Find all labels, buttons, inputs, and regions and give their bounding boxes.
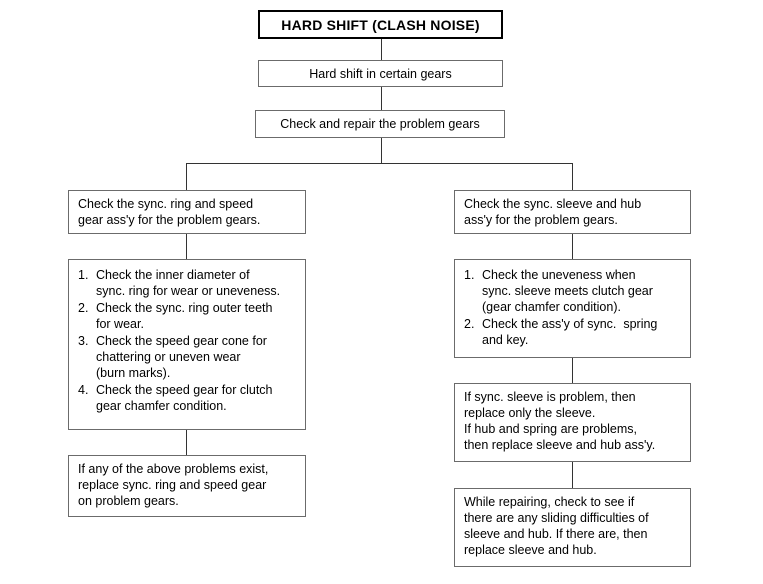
list-item-line: sync. ring for wear or uneveness.: [96, 284, 281, 298]
list-item-number: 1.: [464, 268, 475, 282]
left-branch-result-line2: replace sync. ring and speed gear: [78, 478, 267, 492]
list-item-number: 2.: [78, 301, 89, 315]
list-item: 1. Check the uneveness when sync. sleeve…: [464, 267, 681, 315]
left-branch-header-box: Check the sync. ring and speed gear ass'…: [68, 190, 306, 234]
list-item-text: Check the inner diameter of sync. ring f…: [96, 267, 296, 299]
flowchart-title-text: HARD SHIFT (CLASH NOISE): [281, 16, 480, 33]
list-item-number: 2.: [464, 317, 475, 331]
list-item: 1. Check the inner diameter of sync. rin…: [78, 267, 296, 299]
list-item-line: Check the ass'y of sync. spring: [482, 317, 658, 331]
connector-left-checklist-to-result: [186, 430, 187, 455]
list-item-line: Check the uneveness when: [482, 268, 636, 282]
list-item-number: 1.: [78, 268, 89, 282]
connector-symptom-to-action: [381, 87, 382, 110]
list-item-line: gear chamfer condition.: [96, 399, 227, 413]
list-item-number: 3.: [78, 334, 89, 348]
left-branch-result-box: If any of the above problems exist, repl…: [68, 455, 306, 517]
left-branch-header-line2: gear ass'y for the problem gears.: [78, 213, 261, 227]
connector-right-checklist-to-result: [572, 358, 573, 383]
connector-action-to-split: [381, 138, 382, 163]
right-branch-note-line3: sleeve and hub. If there are, then: [464, 527, 648, 541]
connector-split-to-left-branch: [186, 163, 187, 190]
connector-title-to-symptom: [381, 39, 382, 60]
list-item: 2. Check the sync. ring outer teeth for …: [78, 300, 296, 332]
list-item: 4. Check the speed gear for clutch gear …: [78, 382, 296, 414]
list-item-line: Check the sync. ring outer teeth: [96, 301, 273, 315]
list-item-line: sync. sleeve meets clutch gear: [482, 284, 653, 298]
list-item-line: Check the inner diameter of: [96, 268, 250, 282]
list-item: 3. Check the speed gear cone for chatter…: [78, 333, 296, 381]
right-branch-note-line2: there are any sliding difficulties of: [464, 511, 649, 525]
right-branch-result-box: If sync. sleeve is problem, then replace…: [454, 383, 691, 462]
right-branch-header-line1: Check the sync. sleeve and hub: [464, 197, 642, 211]
left-branch-result-line1: If any of the above problems exist,: [78, 462, 269, 476]
action-box: Check and repair the problem gears: [255, 110, 505, 138]
list-item-text: Check the uneveness when sync. sleeve me…: [482, 267, 681, 315]
left-branch-result-line3: on problem gears.: [78, 494, 179, 508]
flowchart-title-box: HARD SHIFT (CLASH NOISE): [258, 10, 503, 39]
list-item-line: (gear chamfer condition).: [482, 300, 621, 314]
connector-left-header-to-checklist: [186, 234, 187, 259]
right-branch-note-line4: replace sleeve and hub.: [464, 543, 597, 557]
symptom-text: Hard shift in certain gears: [309, 66, 452, 81]
right-branch-result-line4: then replace sleeve and hub ass'y.: [464, 438, 656, 452]
branch-split-bar: [186, 163, 573, 164]
list-item-line: Check the speed gear cone for: [96, 334, 267, 348]
list-item-line: for wear.: [96, 317, 144, 331]
connector-right-result-to-note: [572, 462, 573, 488]
list-item-text: Check the ass'y of sync. spring and key.: [482, 316, 681, 348]
right-branch-result-line3: If hub and spring are problems,: [464, 422, 638, 436]
right-branch-header-box: Check the sync. sleeve and hub ass'y for…: [454, 190, 691, 234]
symptom-box: Hard shift in certain gears: [258, 60, 503, 87]
right-branch-note-line1: While repairing, check to see if: [464, 495, 635, 509]
right-branch-result-line2: replace only the sleeve.: [464, 406, 596, 420]
right-branch-result-line1: If sync. sleeve is problem, then: [464, 390, 636, 404]
action-text: Check and repair the problem gears: [280, 117, 480, 131]
list-item-line: chattering or uneven wear: [96, 350, 241, 364]
list-item-text: Check the sync. ring outer teeth for wea…: [96, 300, 296, 332]
left-branch-header-line1: Check the sync. ring and speed: [78, 197, 254, 211]
right-branch-header-line2: ass'y for the problem gears.: [464, 213, 618, 227]
list-item-text: Check the speed gear for clutch gear cha…: [96, 382, 296, 414]
right-branch-note-box: While repairing, check to see if there a…: [454, 488, 691, 567]
connector-split-to-right-branch: [572, 163, 573, 190]
left-branch-checklist-box: 1. Check the inner diameter of sync. rin…: [68, 259, 306, 430]
connector-right-header-to-checklist: [572, 234, 573, 259]
right-branch-checklist-box: 1. Check the uneveness when sync. sleeve…: [454, 259, 691, 358]
list-item-line: (burn marks).: [96, 366, 171, 380]
list-item-text: Check the speed gear cone for chattering…: [96, 333, 296, 381]
list-item-line: Check the speed gear for clutch: [96, 383, 273, 397]
list-item-number: 4.: [78, 383, 89, 397]
list-item-line: and key.: [482, 333, 529, 347]
list-item: 2. Check the ass'y of sync. spring and k…: [464, 316, 681, 348]
